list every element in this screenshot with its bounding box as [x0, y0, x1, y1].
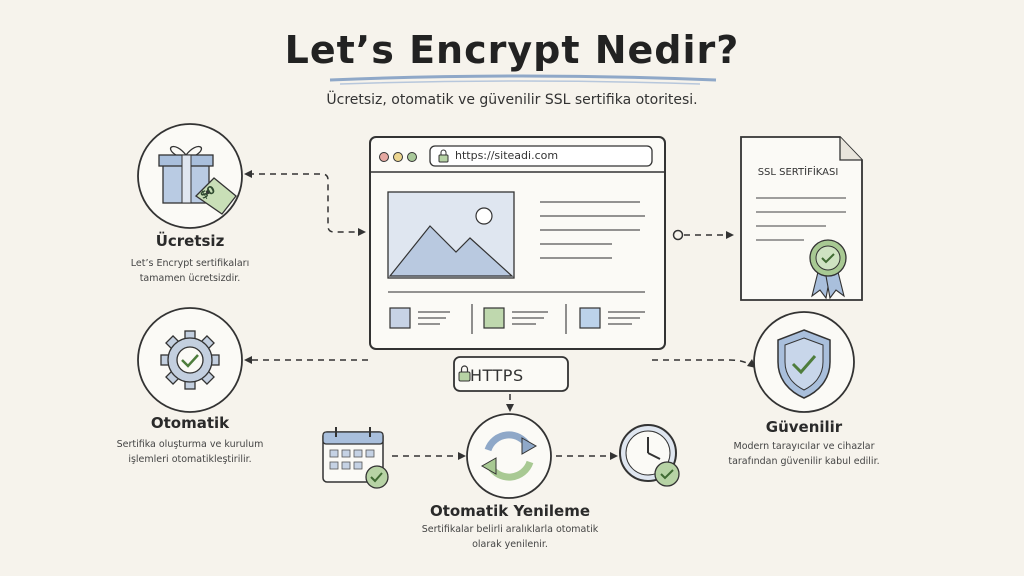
- shield-check-icon: [753, 311, 855, 413]
- price-tag-icon: [194, 177, 237, 215]
- https-badge-label: HTTPS: [470, 366, 524, 385]
- title-underline: [329, 74, 717, 82]
- free-desc: Let’s Encrypt sertifikaları tamamen ücre…: [130, 258, 250, 284]
- renew-desc: Sertifikalar belirli aralıklarla otomati…: [421, 524, 599, 550]
- refresh-icon: [466, 413, 552, 499]
- trust-desc: Modern tarayıcılar ve cihazlar tarafında…: [728, 441, 880, 467]
- auto-desc: Sertifika oluşturma ve kurulum işlemleri…: [116, 439, 264, 465]
- trust-title: Güvenilir: [765, 418, 843, 436]
- free-title: Ücretsiz: [155, 232, 225, 250]
- certificate-label: SSL SERTİFİKASI: [757, 167, 839, 178]
- page-subtitle: Ücretsiz, otomatik ve güvenilir SSL sert…: [326, 92, 698, 108]
- browser-window: [369, 136, 666, 350]
- connectors: [248, 173, 753, 457]
- certificate-badge-icon: [809, 239, 847, 300]
- gift-icon: [137, 123, 243, 229]
- arrow-heads: [244, 170, 756, 460]
- page-title: Let’s Encrypt Nedir?: [284, 28, 740, 72]
- calendar-check-icon: [322, 427, 389, 489]
- lock-icon: [438, 149, 449, 163]
- text-lines: [388, 201, 645, 334]
- address-bar: [429, 145, 653, 167]
- https-badge: [453, 356, 569, 392]
- address-bar-url: https://siteadi.com: [455, 149, 559, 162]
- clock-check-icon: [619, 424, 680, 487]
- certificate-document: [740, 136, 863, 301]
- renew-title: Otomatik Yenileme: [429, 502, 591, 520]
- image-icon: [387, 191, 515, 279]
- auto-title: Otomatik: [150, 414, 230, 432]
- gear-check-icon: [137, 307, 243, 413]
